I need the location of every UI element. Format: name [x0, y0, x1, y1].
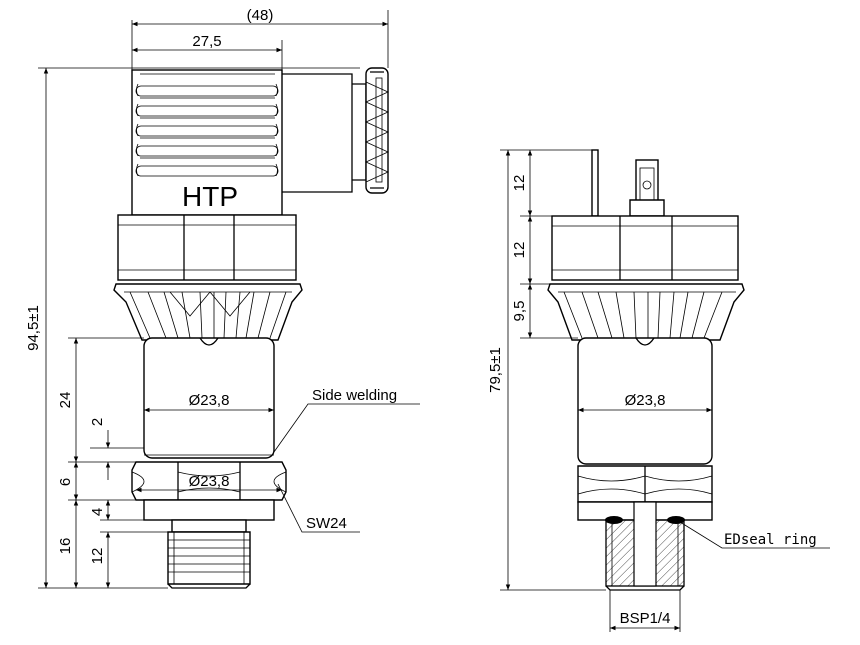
right-extension-lines — [500, 149, 681, 632]
left-extension-lines — [38, 10, 389, 589]
dia-hex-left: Ø23,8 — [189, 473, 230, 490]
dim-weld-offset: 2 — [89, 418, 106, 426]
label-wrench-size: SW24 — [306, 515, 347, 532]
left-dimension-lines — [43, 21, 388, 588]
thread — [167, 519, 251, 589]
left-view: HTP — [25, 7, 420, 589]
label-thread-size: BSP1/4 — [620, 610, 671, 627]
dim-pin-height: 12 — [511, 175, 528, 192]
connector-pins — [591, 149, 665, 217]
right-nut — [551, 215, 739, 281]
sectioned-thread — [605, 501, 685, 591]
dim-total-width: (48) — [247, 7, 274, 24]
dia-body-right: Ø23,8 — [625, 392, 666, 409]
dim-total-height-left: 94,5±1 — [25, 305, 42, 351]
dim-thread-length: 12 — [89, 548, 106, 565]
dia-body-left: Ø23,8 — [189, 392, 230, 409]
dim-hex-height: 6 — [57, 478, 74, 486]
label-seal-ring: EDseal ring — [724, 532, 817, 548]
fluted-cap — [113, 283, 303, 341]
dim-body-height: 24 — [57, 392, 74, 409]
dim-total-height-right: 79,5±1 — [487, 347, 504, 393]
dim-lower-step: 4 — [89, 508, 106, 516]
right-fluted-cap — [547, 283, 745, 341]
screw-knob — [282, 67, 389, 194]
sensor-body — [143, 337, 275, 459]
top-nut — [117, 214, 297, 281]
right-sensor-body — [577, 337, 713, 465]
right-hex-flange — [577, 465, 713, 503]
right-view: 79,5±1 12 12 9,5 Ø23,8 BSP1/4 EDseal rin… — [487, 149, 830, 632]
right-dimension-lines — [505, 150, 712, 631]
dim-thread-height: 16 — [57, 538, 74, 555]
label-side-welding: Side welding — [312, 387, 397, 404]
dim-cap-height: 9,5 — [511, 301, 528, 322]
brand-label: HTP — [182, 181, 238, 212]
seal-leader — [679, 521, 830, 549]
dim-housing-width: 27,5 — [192, 33, 221, 50]
left-leaders — [273, 403, 420, 533]
connector-housing — [131, 69, 283, 216]
dim-nut-height: 12 — [511, 242, 528, 259]
